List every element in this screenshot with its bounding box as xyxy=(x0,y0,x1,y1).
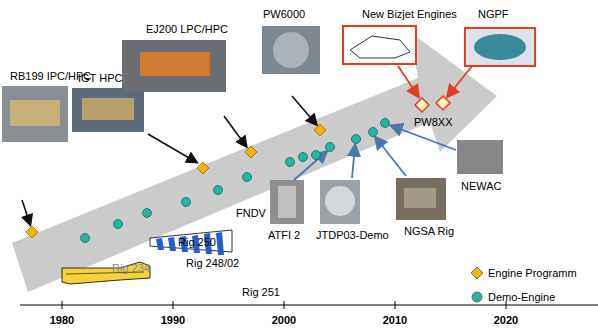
part-label: New Bizjet Engines xyxy=(362,8,457,20)
part-label: NGSA Rig xyxy=(404,225,454,237)
part-label: IGT HPC xyxy=(78,72,122,84)
diamond-swatch xyxy=(470,266,484,280)
part-label: NGPF xyxy=(478,8,509,20)
year-label: 2010 xyxy=(383,314,407,326)
part-label: PW6000 xyxy=(263,8,305,20)
year-label: 2000 xyxy=(272,314,296,326)
part-label: Rig 234 xyxy=(112,262,150,274)
circle-swatch xyxy=(470,290,484,304)
part-label: EJ200 LPC/HPC xyxy=(146,23,228,35)
year-label: 2020 xyxy=(494,314,518,326)
legend-text: Demo-Engine xyxy=(488,291,555,303)
part-label: PW8XX xyxy=(414,116,453,128)
part-label: Rig 250 xyxy=(178,236,216,248)
part-label: Rig 248/02 xyxy=(186,257,239,269)
part-label: FNDV xyxy=(236,207,266,219)
part-label: Rig 251 xyxy=(242,286,280,298)
part-label: ATFI 2 xyxy=(268,229,300,241)
part-label: NEWAC xyxy=(461,180,502,192)
year-label: 1990 xyxy=(161,314,185,326)
year-label: 1980 xyxy=(50,314,74,326)
legend-text: Engine Programm xyxy=(488,267,577,279)
part-label: JTDP03-Demo xyxy=(316,229,389,241)
